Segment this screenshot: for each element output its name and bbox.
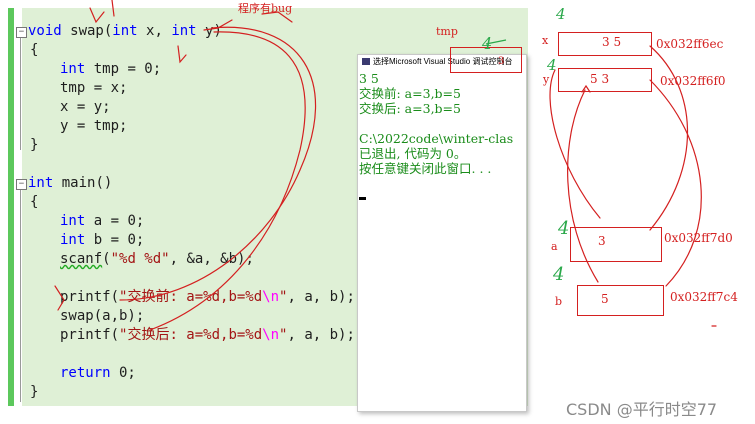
code-line-1: void swap(int x, int y) bbox=[28, 23, 222, 39]
x-value: 3 5 bbox=[602, 35, 622, 49]
console-line: 按任意键关闭此窗口. . . bbox=[359, 161, 492, 176]
code-line-11: int a = 0; bbox=[60, 213, 145, 229]
console-title-bar[interactable]: 选择Microsoft Visual Studio 调试控制台 bbox=[358, 55, 526, 69]
code-line-2: { bbox=[30, 42, 39, 58]
code-line-20: } bbox=[30, 384, 39, 400]
b-box bbox=[577, 285, 664, 316]
green-number: 4 bbox=[556, 5, 566, 23]
b-address: 0x032ff7c4 bbox=[670, 290, 738, 304]
code-line-7: } bbox=[30, 137, 39, 153]
code-line-10: { bbox=[30, 194, 39, 210]
code-line-19: return 0; bbox=[60, 365, 136, 381]
code-line-4: tmp = x; bbox=[60, 80, 128, 96]
a-label: a bbox=[551, 240, 558, 253]
ink-stroke bbox=[177, 45, 187, 64]
scope-guide bbox=[20, 190, 21, 402]
change-gutter bbox=[8, 8, 14, 406]
ink-stroke bbox=[111, 0, 115, 17]
scope-guide bbox=[20, 38, 21, 150]
code-line-9: int main() bbox=[28, 175, 113, 191]
ink-stroke bbox=[485, 39, 507, 45]
ink-stroke bbox=[89, 7, 105, 24]
green-number: 4 bbox=[547, 56, 557, 74]
fold-toggle-main[interactable]: − bbox=[16, 179, 27, 190]
code-line-12: int b = 0; bbox=[60, 232, 145, 248]
x-box bbox=[558, 32, 652, 56]
ink-stroke bbox=[54, 285, 65, 311]
ink-arrow-curve bbox=[649, 79, 702, 287]
code-line-17: printf("交换后: a=%d,b=%d\n", a, b); bbox=[60, 327, 355, 343]
green-number: 4 bbox=[553, 264, 565, 285]
x-label: x bbox=[542, 34, 549, 47]
ink-arrow-curve bbox=[549, 69, 601, 219]
code-area[interactable]: − − void swap(int x, int y) { int tmp = … bbox=[0, 0, 530, 412]
ink-stroke bbox=[581, 84, 591, 93]
watermark: CSDN @平行时空77 bbox=[566, 400, 718, 419]
code-line-5: x = y; bbox=[60, 99, 111, 115]
tmp-box bbox=[450, 47, 522, 73]
fold-toggle-swap[interactable]: − bbox=[16, 27, 27, 38]
tmp-label: tmp bbox=[436, 25, 458, 38]
a-value: 3 bbox=[598, 234, 606, 248]
code-line-3: int tmp = 0; bbox=[60, 61, 162, 77]
ink-arrow-curve bbox=[149, 31, 306, 331]
console-title: 选择Microsoft Visual Studio 调试控制台 bbox=[373, 57, 513, 66]
y-address: 0x032ff6f0 bbox=[660, 74, 726, 88]
y-value: 5 3 bbox=[590, 72, 610, 86]
ink-stroke bbox=[261, 11, 293, 23]
ink-arrow-curve bbox=[119, 26, 316, 301]
console-line: 交换前: a=3,b=5 bbox=[359, 86, 461, 101]
y-box bbox=[558, 68, 652, 92]
ink-arrow-curve bbox=[567, 89, 599, 283]
y-label: y bbox=[543, 73, 550, 86]
code-line-16: swap(a,b); bbox=[60, 308, 145, 324]
code-line-6: y = tmp; bbox=[60, 118, 128, 134]
b-label: b bbox=[555, 295, 563, 308]
debug-console-window[interactable]: 选择Microsoft Visual Studio 调试控制台 3 5 交换前:… bbox=[357, 54, 527, 412]
a-box bbox=[570, 227, 662, 262]
code-line-15: printf("交换前: a=%d,b=%d\n", a, b); bbox=[60, 289, 355, 305]
console-line: 交换后: a=3,b=5 bbox=[359, 101, 461, 116]
green-number: 4 bbox=[558, 218, 570, 239]
console-cursor bbox=[359, 197, 366, 200]
console-line: 已退出, 代码为 0。 bbox=[359, 146, 467, 161]
ink-arrow-curve bbox=[649, 45, 688, 231]
ink-stroke bbox=[203, 19, 233, 31]
console-app-icon bbox=[362, 58, 370, 66]
tmp-value: 3 bbox=[498, 56, 505, 67]
b-value: 5 bbox=[601, 292, 609, 306]
console-line: 3 5 bbox=[359, 71, 379, 86]
console-line: C:\2022code\winter-clas bbox=[359, 131, 514, 146]
x-address: 0x032ff6ec bbox=[656, 37, 724, 51]
code-line-13: scanf("%d %d", &a, &b); bbox=[60, 251, 254, 267]
a-address: 0x032ff7d0 bbox=[664, 231, 733, 245]
